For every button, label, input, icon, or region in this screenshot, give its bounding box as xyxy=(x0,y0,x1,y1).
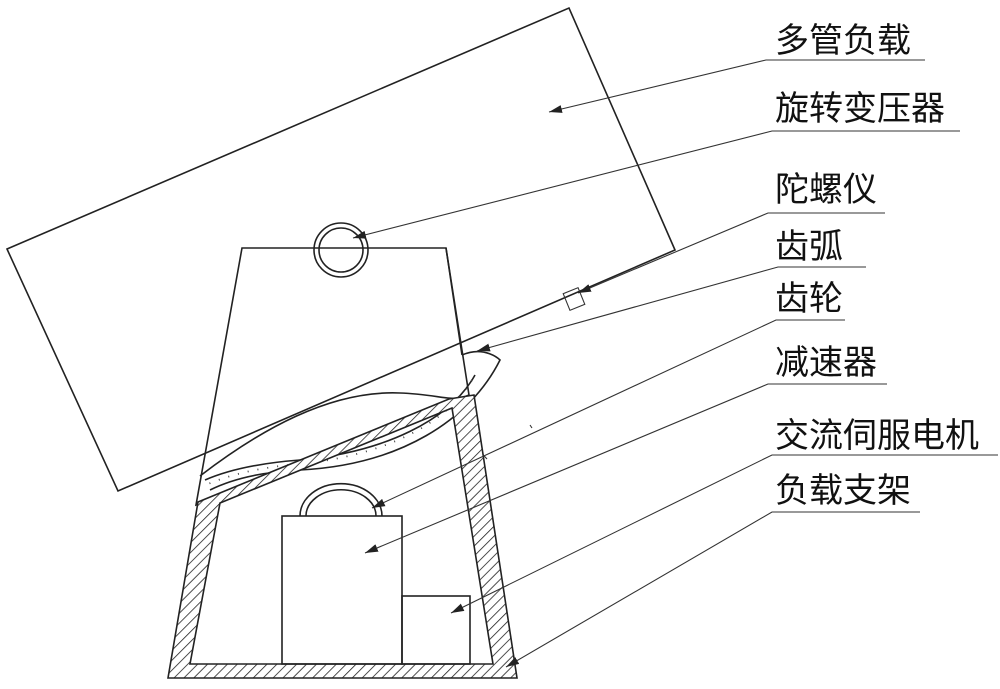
multi-tube-load-body xyxy=(5,6,677,493)
gear-arc-dots xyxy=(207,379,473,485)
label-multi-tube-load: 多管负载 xyxy=(775,21,911,61)
label-gear-arc: 齿弧 xyxy=(775,227,843,267)
gear-inner xyxy=(305,489,377,517)
leader-gear-arc xyxy=(476,266,866,352)
leader-rotary-transformer xyxy=(352,130,960,239)
load-bracket-frame xyxy=(167,394,518,679)
sensor-box xyxy=(562,286,586,312)
gear-arc-inner xyxy=(204,374,476,481)
label-gear: 齿轮 xyxy=(775,279,843,319)
gyroscope-outer-ring xyxy=(313,222,369,278)
label-rotary-transformer: 旋转变压器 xyxy=(775,89,945,129)
inner-curve xyxy=(199,392,459,477)
label-reducer: 减速器 xyxy=(775,343,877,383)
gyroscope-inner-ring xyxy=(318,227,364,273)
reducer-box xyxy=(281,515,403,665)
ac-servo-motor-box xyxy=(401,595,471,665)
label-gyroscope: 陀螺仪 xyxy=(775,170,877,210)
load-edge-mark xyxy=(529,424,533,429)
label-ac-servo-motor: 交流伺服电机 xyxy=(775,416,979,456)
label-load-bracket: 负载支架 xyxy=(775,471,911,511)
leader-reducer xyxy=(364,383,887,554)
leader-gear xyxy=(371,319,845,509)
leader-multi-tube-load xyxy=(548,59,925,113)
upper-bracket-edge xyxy=(445,247,463,356)
leader-ac-servo-motor xyxy=(450,454,998,614)
gear-arc-outer xyxy=(209,350,501,491)
leader-gyroscope xyxy=(577,212,885,294)
leader-load-bracket xyxy=(505,511,920,668)
